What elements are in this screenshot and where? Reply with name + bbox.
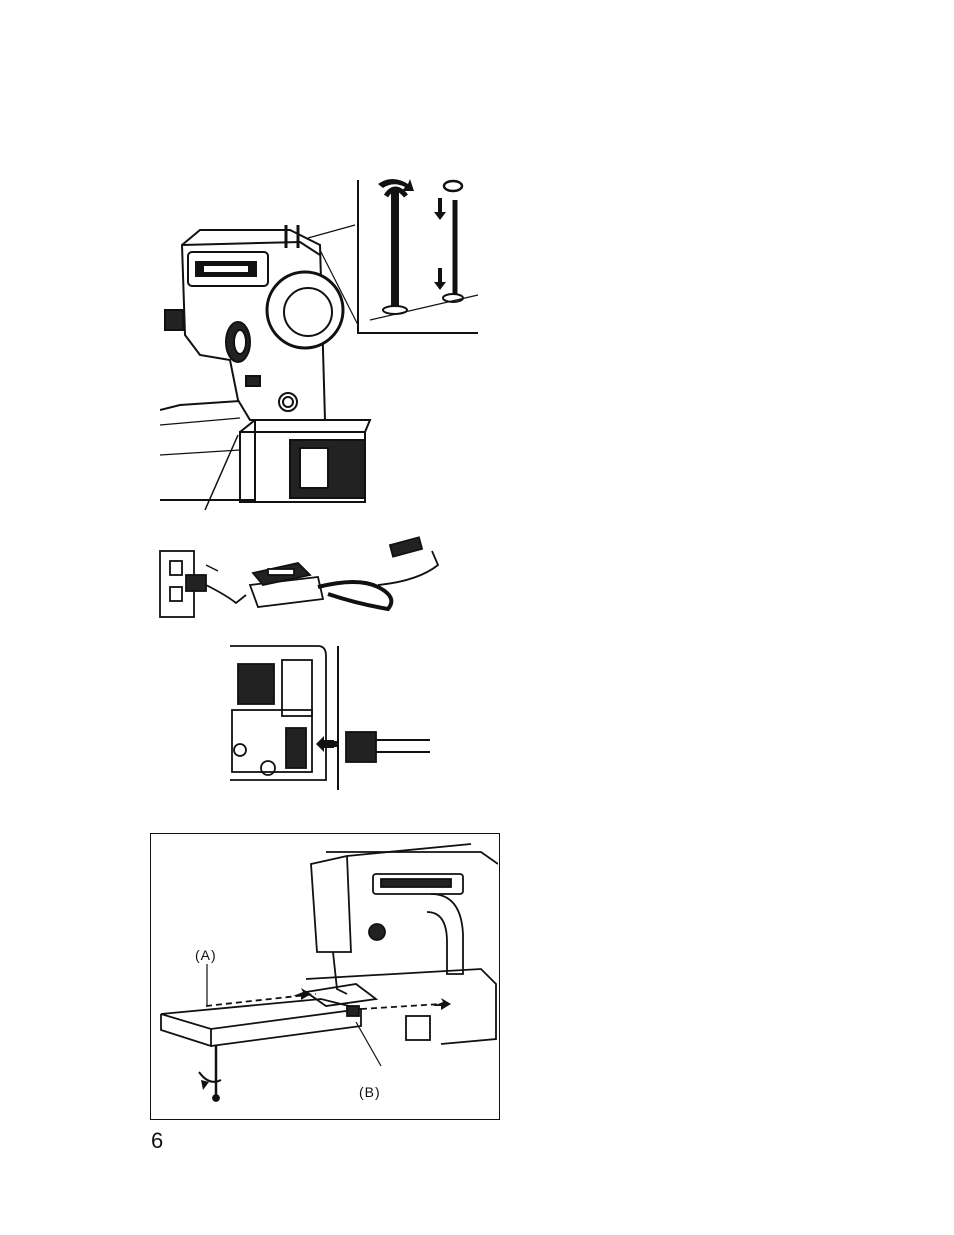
sewing-machine-illustration — [160, 170, 480, 520]
page-number: 6 — [151, 1128, 163, 1154]
extension-table-illustration — [151, 834, 498, 1118]
socket-figure — [220, 640, 435, 795]
foot-controller-figure — [158, 535, 440, 620]
foot-controller-illustration — [158, 535, 440, 620]
socket-illustration — [220, 640, 435, 795]
label-a: (A) — [195, 947, 217, 963]
sewing-machine-figure — [160, 170, 480, 520]
label-b: (B) — [359, 1084, 381, 1100]
extension-table-figure: (A) (B) — [150, 833, 500, 1120]
